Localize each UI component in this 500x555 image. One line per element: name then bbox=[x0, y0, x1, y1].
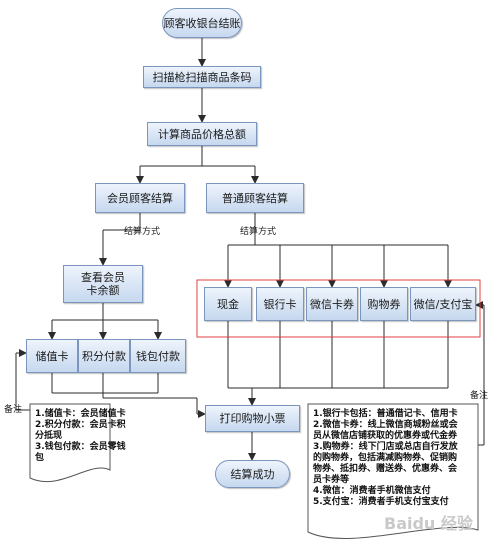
checkout-success-node: 结算成功 bbox=[215, 460, 290, 488]
note-right-line: 4.微信：消费者手机微信支付 bbox=[313, 486, 431, 496]
member-checkout-node: 会员顾客结算 bbox=[95, 183, 185, 213]
note-right-line: 物券、抵扣券、赠送券、优惠券、会 bbox=[313, 464, 458, 474]
note-right-line: 5.支付宝：消费者手机支付宝支付 bbox=[313, 497, 449, 507]
payment-group-frame bbox=[196, 279, 481, 338]
wechat-coupon-node: 微信卡券 bbox=[306, 287, 358, 321]
pay-method-label-right: 结算方式 bbox=[240, 227, 277, 237]
note-left-line: 分抵现 bbox=[35, 431, 63, 441]
note-right-line: 员卡券等 bbox=[313, 475, 350, 485]
note-right-line: 3.购物券：线下门店或总店自行发放 bbox=[313, 442, 458, 452]
note-right-line: 的购物券，包括满减购物券、促销购 bbox=[313, 453, 458, 463]
start-node: 顾客收银台结账 bbox=[162, 8, 242, 38]
check-card-balance-node: 查看会员卡余额 bbox=[63, 265, 143, 303]
note-left-line: 2.积分付款：会员卡积 bbox=[35, 420, 126, 430]
scan-barcode-node: 扫描枪扫描商品条码 bbox=[143, 66, 261, 88]
note-left: 1.储值卡：会员储值卡 2.积分付款：会员卡积 分抵现 3.钱包付款：会员零钱 … bbox=[31, 406, 126, 467]
note-left-line: 包 bbox=[35, 453, 45, 463]
remark-label-right: 备注 bbox=[470, 391, 489, 401]
note-right-line: 1.银行卡包括：普通借记卡、信用卡 bbox=[313, 409, 458, 419]
cash-node: 现金 bbox=[204, 287, 252, 321]
stored-value-card-node: 储值卡 bbox=[26, 339, 78, 373]
note-right: 1.银行卡包括：普通借记卡、信用卡 2.微信卡券：线上微信商城粉丝或会 员从微信… bbox=[309, 406, 479, 511]
calculate-total-node: 计算商品价格总额 bbox=[147, 122, 257, 146]
note-left-line: 1.储值卡：会员储值卡 bbox=[35, 409, 126, 419]
watermark: Baidu 经验 bbox=[384, 514, 473, 533]
shopping-voucher-node: 购物券 bbox=[360, 287, 408, 321]
wallet-payment-node: 钱包付款 bbox=[130, 339, 186, 373]
note-left-line: 3.钱包付款：会员零钱 bbox=[35, 442, 126, 452]
points-payment-node: 积分付款 bbox=[78, 339, 130, 373]
wechat-alipay-node: 微信/支付宝 bbox=[410, 287, 476, 321]
note-right-shape bbox=[307, 403, 479, 539]
note-right-line: 2.微信卡券：线上微信商城粉丝或会 bbox=[313, 420, 458, 430]
note-right-line: 员从微信店铺获取的优惠券或代金券 bbox=[313, 431, 458, 441]
normal-checkout-node: 普通顾客结算 bbox=[206, 183, 304, 213]
bank-card-node: 银行卡 bbox=[256, 287, 304, 321]
remark-label-left: 备注 bbox=[4, 405, 23, 415]
note-left-shape bbox=[29, 403, 111, 483]
pay-method-label-left: 结算方式 bbox=[124, 227, 161, 237]
print-receipt-node: 打印购物小票 bbox=[205, 405, 300, 432]
